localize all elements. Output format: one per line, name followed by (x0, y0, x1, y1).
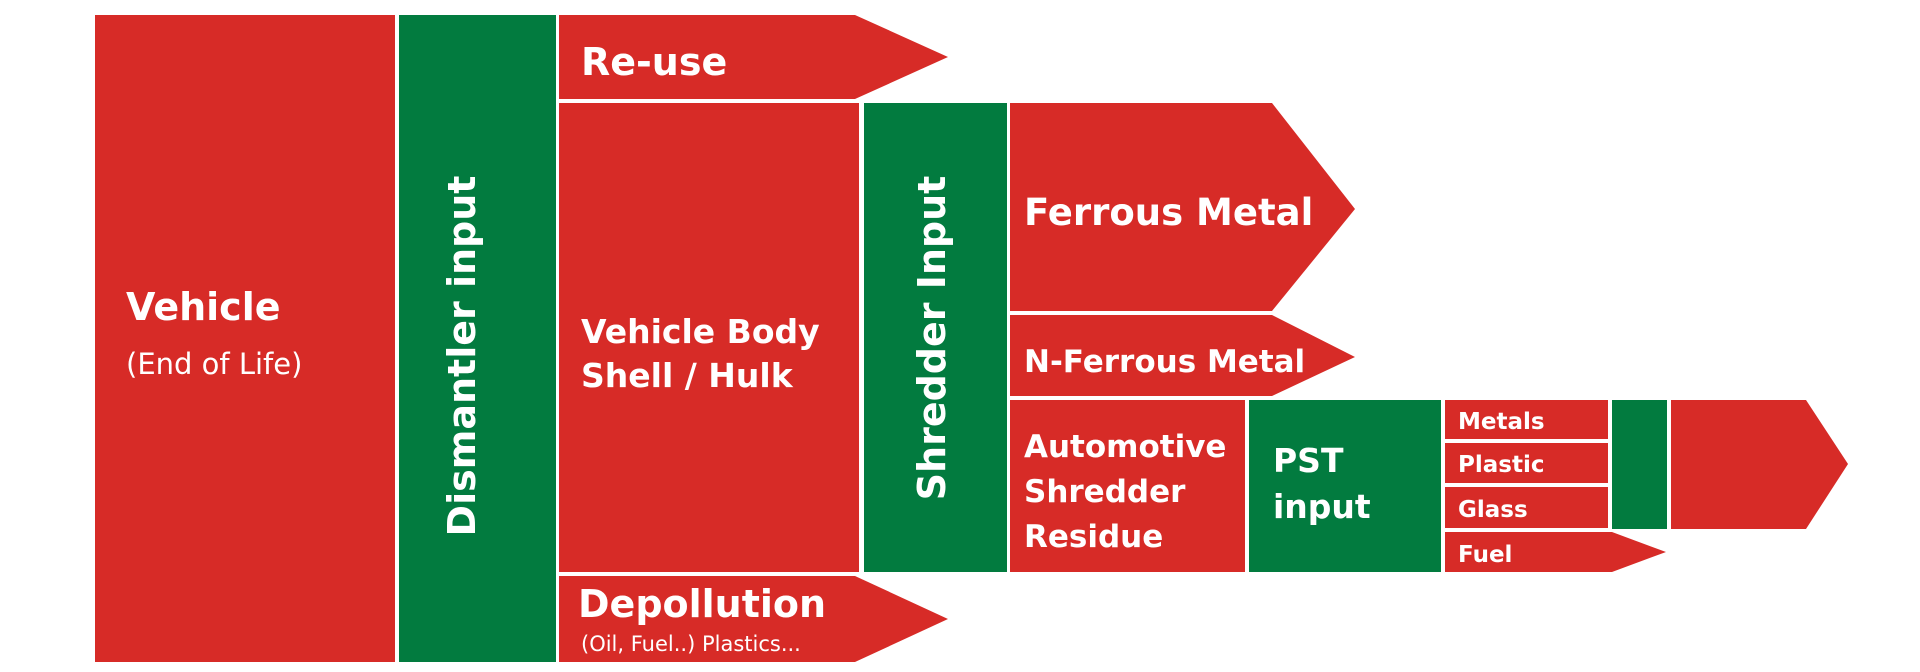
glass-output: Glass (1445, 487, 1608, 528)
n-ferrous-metal-arrow: N-Ferrous Metal (1010, 315, 1355, 396)
dismantler-input-block: Dismantler input (399, 15, 556, 662)
reuse-label: Re-use (581, 40, 727, 84)
plastic-output: Plastic (1445, 443, 1608, 483)
pst-label-line2: input (1273, 487, 1371, 526)
pst-label-line1: PST (1273, 441, 1344, 480)
ferrous-metal-arrow: Ferrous Metal (1010, 103, 1355, 311)
hulk-label-line1: Vehicle Body (581, 312, 820, 351)
hulk-block: Vehicle Body Shell / Hulk (559, 103, 859, 572)
metals-output: Metals (1445, 400, 1608, 439)
asr-label-line1: Automotive (1024, 429, 1226, 465)
vehicle-block: Vehicle (End of Life) (95, 15, 395, 662)
final-stage-block (1612, 400, 1667, 529)
dismantler-input-label: Dismantler input (440, 176, 484, 537)
final-output-arrow (1671, 400, 1848, 529)
n-ferrous-metal-label: N-Ferrous Metal (1024, 344, 1305, 380)
shredder-input-label: Shredder Input (910, 176, 954, 501)
pst-input-block: PST input (1249, 400, 1441, 572)
vehicle-subtitle: (End of Life) (126, 347, 302, 381)
shredder-input-block: Shredder Input (864, 103, 1007, 572)
glass-label: Glass (1458, 497, 1528, 523)
fuel-label: Fuel (1458, 542, 1512, 568)
asr-label-line2: Shredder (1024, 474, 1186, 510)
fuel-output-arrow: Fuel (1445, 532, 1666, 572)
asr-label-line3: Residue (1024, 519, 1163, 555)
depollution-title: Depollution (578, 582, 826, 626)
depollution-subtitle: (Oil, Fuel..) Plastics... (581, 632, 801, 656)
asr-block: Automotive Shredder Residue (1010, 400, 1245, 572)
metals-label: Metals (1458, 409, 1545, 435)
plastic-label: Plastic (1458, 452, 1544, 478)
reuse-arrow: Re-use (559, 15, 948, 99)
depollution-arrow: Depollution (Oil, Fuel..) Plastics... (559, 576, 948, 662)
hulk-label-line2: Shell / Hulk (581, 356, 794, 395)
ferrous-metal-label: Ferrous Metal (1024, 191, 1313, 234)
vehicle-title: Vehicle (126, 285, 281, 329)
